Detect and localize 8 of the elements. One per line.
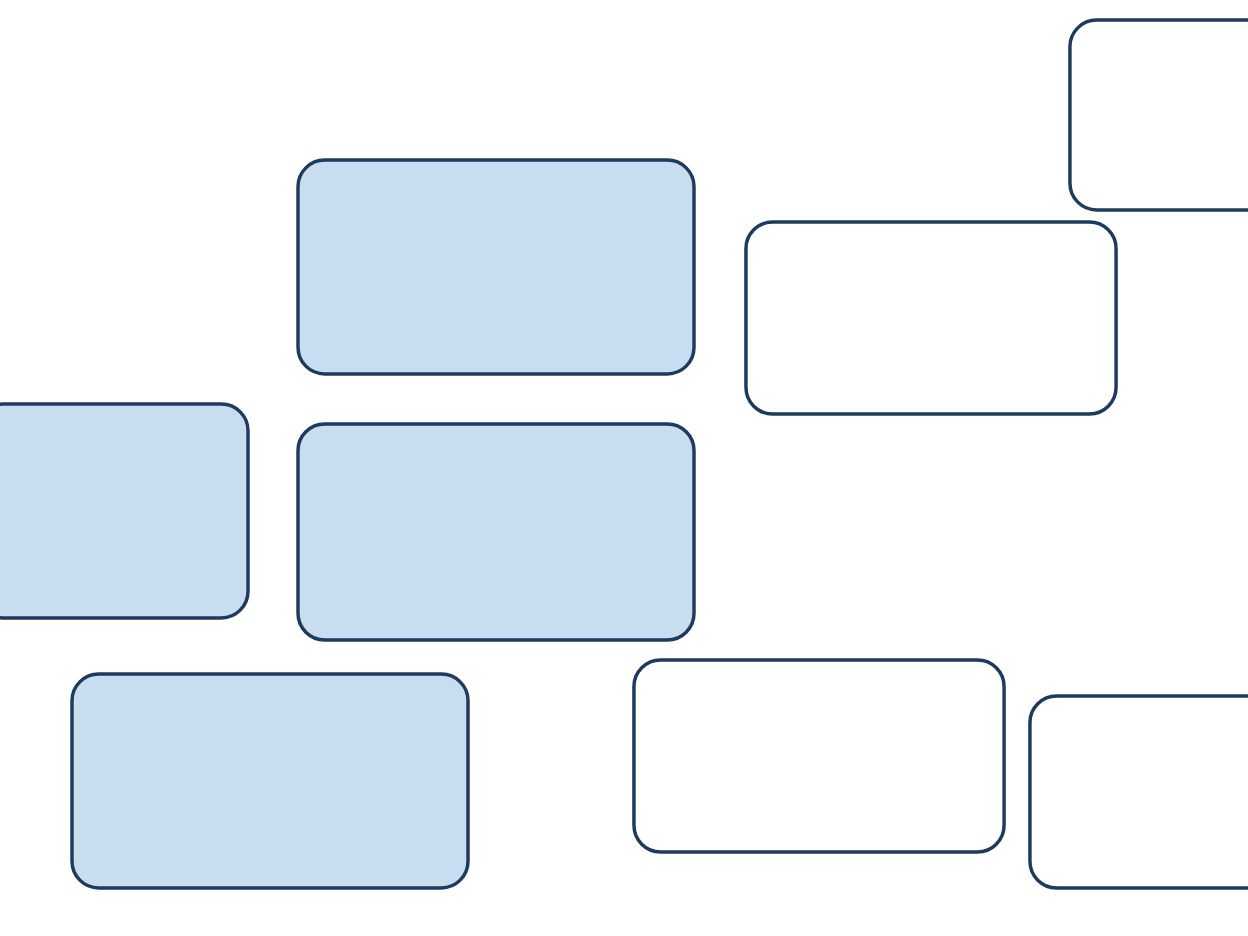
rounded-box [1028,694,1248,890]
rounded-box [744,220,1118,416]
rounded-box [632,658,1006,854]
rounded-box [296,422,696,642]
rounded-box [1068,18,1248,212]
rounded-box [0,402,250,620]
rounded-box [296,158,696,376]
rounded-box [70,672,470,890]
